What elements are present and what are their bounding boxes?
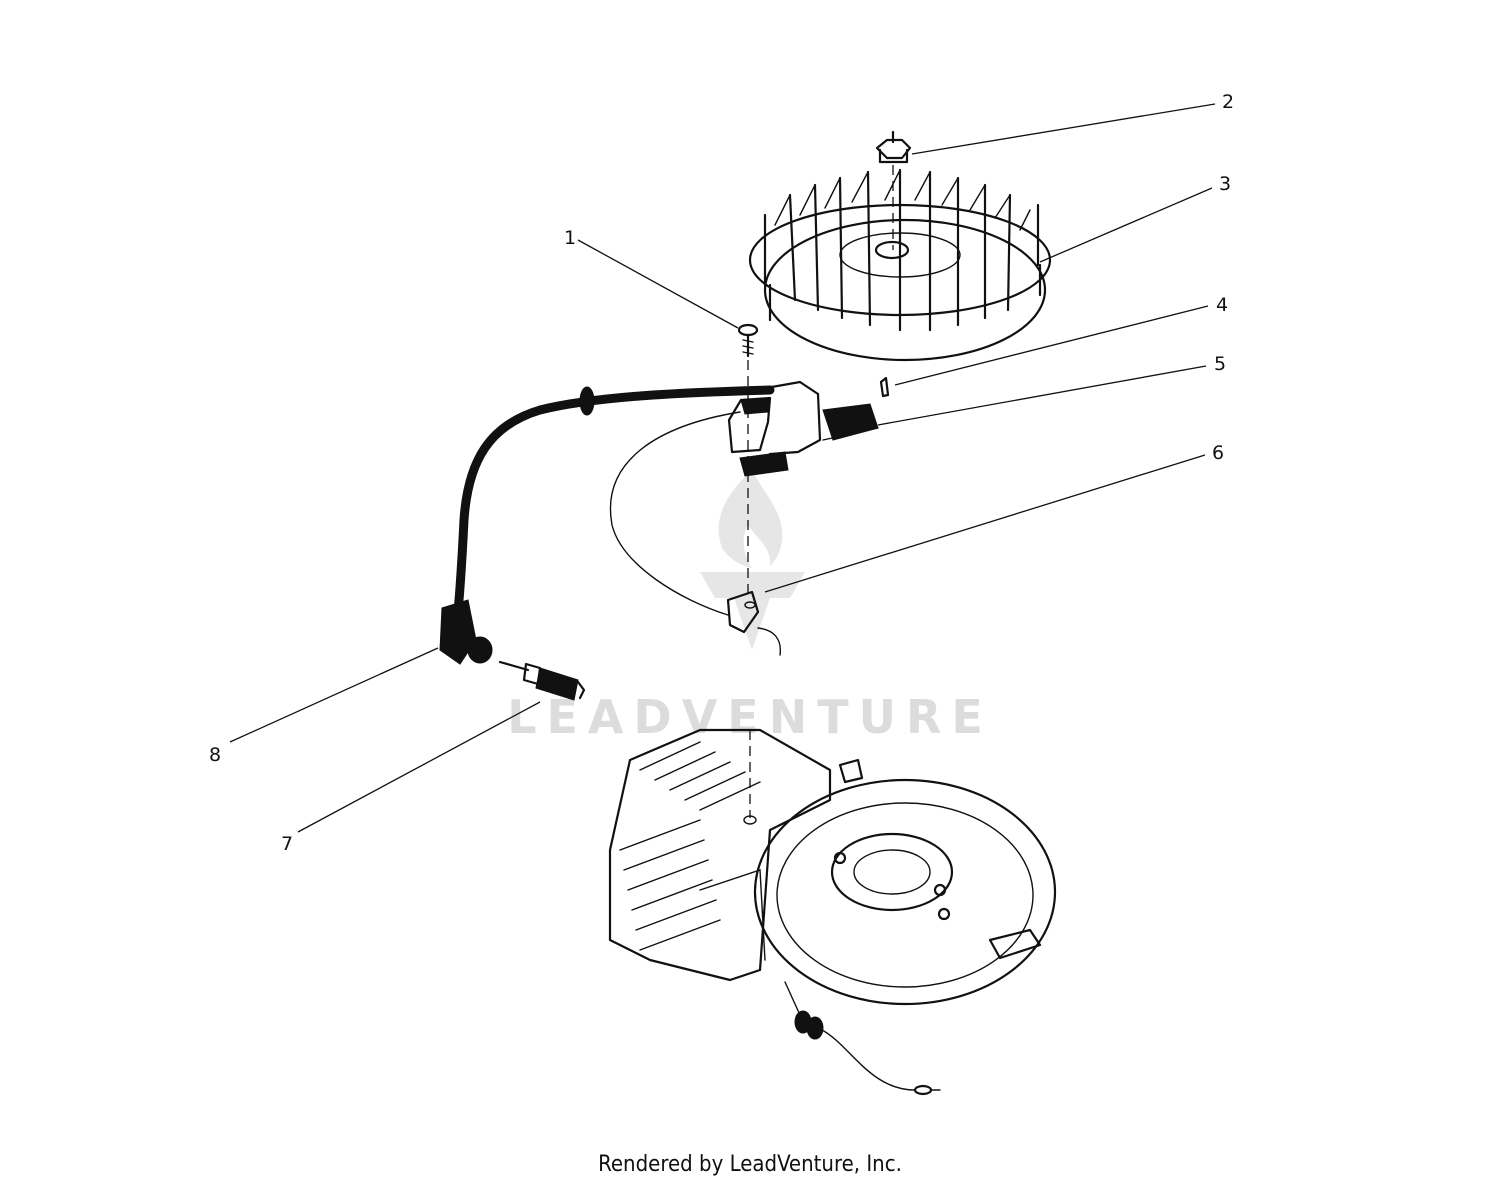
callout-4: 4 [1216,294,1228,316]
spark-plug-drawing [498,660,586,701]
ground-wire-drawing [609,411,782,656]
flywheel-key-drawing [879,376,890,398]
leader-2 [911,103,1216,155]
watermark-text: LEADVENTURE [507,690,993,744]
flywheel-drawing [748,168,1052,362]
engine-block-drawing [608,728,1057,1006]
callout-3: 3 [1219,173,1231,195]
leader-5 [877,365,1207,426]
callout-1: 1 [564,227,576,249]
callout-8: 8 [209,744,221,766]
callout-7: 7 [281,833,293,855]
ignition-module-drawing [727,380,879,477]
leader-3 [1039,187,1213,263]
leader-7 [297,701,541,833]
watermark-logo [700,470,805,650]
footer-credit: Rendered by LeadVenture, Inc. [598,1152,902,1177]
flywheel-nut-drawing [875,130,912,250]
callout-6: 6 [1212,442,1224,464]
callout-5: 5 [1214,353,1226,375]
spark-plug-lead-drawing [439,385,775,665]
leader-1 [577,239,739,329]
callout-2: 2 [1222,91,1234,113]
kill-wire-drawing [784,981,941,1096]
leader-4 [894,305,1209,386]
leader-8 [229,647,439,743]
leader-6 [764,454,1206,593]
